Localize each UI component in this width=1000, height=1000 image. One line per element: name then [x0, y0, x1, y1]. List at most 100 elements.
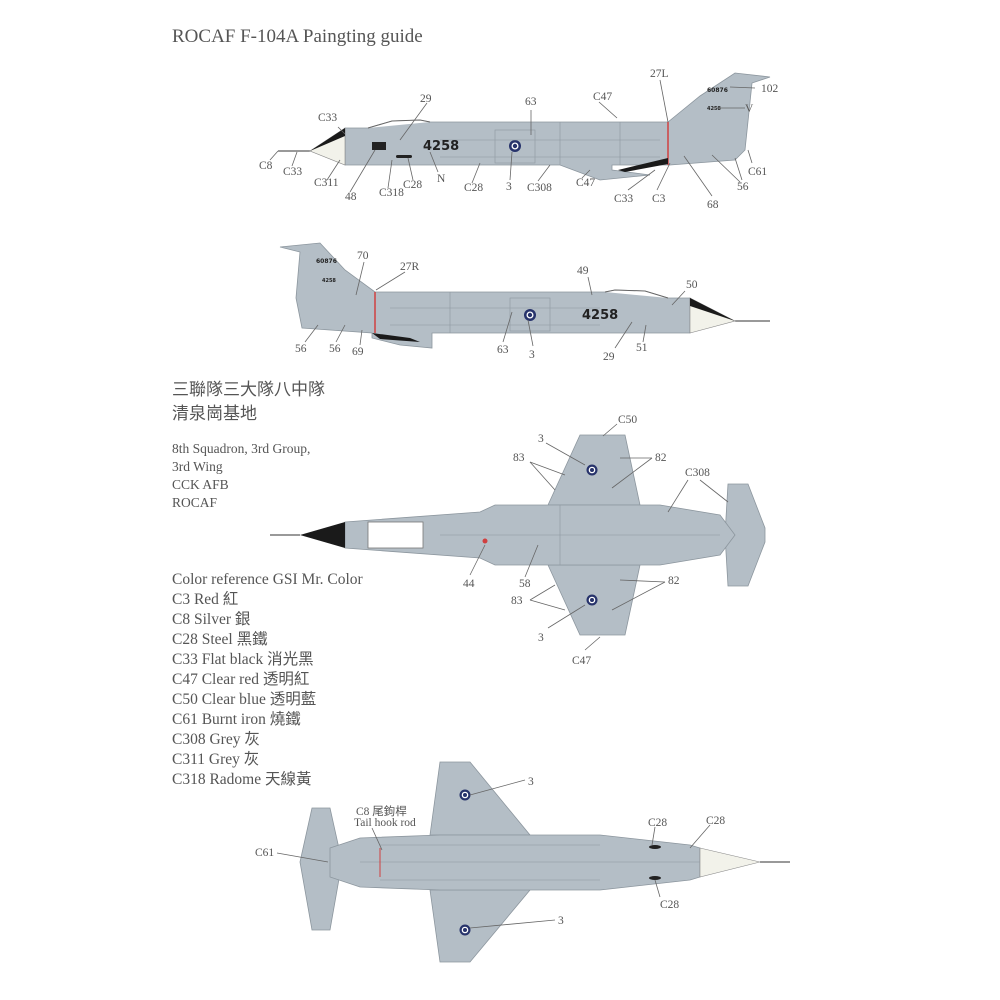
- radome: [699, 847, 761, 878]
- legend-item: C28 Steel 黑鐵: [172, 631, 268, 648]
- legend-item: C311 Grey 灰: [172, 751, 260, 768]
- callout-label: C33: [283, 166, 302, 178]
- callout-label: C33: [614, 193, 633, 205]
- callout-label: 50: [686, 279, 698, 291]
- callout-label: C3: [652, 193, 666, 205]
- canopy: [604, 289, 669, 299]
- callout-label: C308: [685, 467, 710, 479]
- callout-label: 63: [497, 344, 509, 356]
- horizontal-stabilizer: [724, 483, 766, 587]
- callout-label: 82: [668, 575, 680, 587]
- legend-item: C33 Flat black 消光黑: [172, 651, 314, 668]
- unit-en-line: 3rd Wing: [172, 459, 223, 474]
- legend-item: C50 Clear blue 透明藍: [172, 691, 317, 708]
- callout-label: C8: [259, 160, 273, 172]
- callout-label: 56: [295, 343, 307, 355]
- anti-glare-panel: [310, 128, 345, 151]
- panel-lines: [440, 505, 720, 565]
- unit-en-line: CCK AFB: [172, 477, 229, 492]
- nose-cone: [300, 522, 345, 548]
- callout-label: 3: [538, 632, 544, 644]
- legend-item: C47 Clear red 透明紅: [172, 671, 310, 688]
- callout-label: C47: [576, 177, 595, 189]
- legend-item: C8 Silver 銀: [172, 611, 251, 628]
- panel-black: [372, 142, 386, 150]
- canopy: [367, 119, 431, 129]
- legend-item: C318 Radome 天線黃: [172, 771, 312, 788]
- callout-label: 58: [519, 578, 531, 590]
- upper-wing: [429, 761, 531, 836]
- callout-label: 69: [352, 346, 364, 358]
- tail-serial: 60876: [316, 258, 337, 265]
- callout-label: C50: [618, 414, 637, 426]
- callout-label: C33: [318, 112, 337, 124]
- callout-label: 29: [603, 351, 615, 363]
- canopy: [367, 521, 424, 549]
- fuselage: [329, 834, 701, 891]
- callout-label: C47: [593, 91, 612, 103]
- lower-wing: [429, 889, 531, 963]
- callout-label: 44: [463, 578, 475, 590]
- callout-label: 56: [737, 181, 749, 193]
- callout-label: C61: [748, 166, 767, 178]
- callout-label: 29: [420, 93, 432, 105]
- unit-chinese: 三聯隊三大隊八中隊 清泉崗基地: [172, 378, 325, 426]
- intake-panel: [494, 129, 536, 164]
- callout-label: 83: [511, 595, 523, 607]
- callout-label: 63: [525, 96, 537, 108]
- callout-label: 3: [506, 181, 512, 193]
- legend-item: C308 Grey 灰: [172, 731, 260, 748]
- exhaust-stain: [372, 333, 420, 342]
- callout-label: 102: [761, 83, 779, 95]
- nose-number: 4258: [582, 308, 618, 323]
- callout-label: 51: [636, 342, 648, 354]
- callout-label: 68: [707, 199, 719, 211]
- callout-label: 3: [538, 433, 544, 445]
- panel-lines: [360, 844, 700, 881]
- panel-lines: [390, 292, 600, 333]
- callout-label: C28: [660, 899, 679, 911]
- callout-label: 3: [558, 915, 564, 927]
- callout-label: 82: [655, 452, 667, 464]
- unit-zh-line: 三聯隊三大隊八中隊: [172, 380, 325, 400]
- callout-label: V: [745, 103, 754, 115]
- callout-label: 49: [577, 265, 589, 277]
- right-side-view: 4258 60876 4258 70 27R 56 56 69 63 3 49 …: [279, 242, 770, 363]
- top-view: 3 83 C50 82 C308 44 58 83 3 82 C47: [270, 414, 766, 667]
- panel-lines: [440, 122, 660, 165]
- callout-label: 83: [513, 452, 525, 464]
- nose-number: 4258: [423, 139, 459, 154]
- callout-label: C8 尾鉤桿: [356, 804, 407, 818]
- callout-label: C28: [403, 179, 422, 191]
- callout-label: C61: [255, 847, 274, 859]
- callout-label: 56: [329, 343, 341, 355]
- red-marking: [482, 538, 488, 544]
- tail-serial: 60876: [707, 87, 728, 94]
- callout-label: N: [437, 173, 446, 185]
- callout-label: C308: [527, 182, 552, 194]
- unit-english: 8th Squadron, 3rd Group, 3rd Wing CCK AF…: [172, 440, 310, 512]
- left-side-view: 4258 60876 4258 C33 C8 C33 C311 48 C318 …: [259, 68, 779, 211]
- steel-panel: [649, 876, 661, 880]
- callout-label: 70: [357, 250, 369, 262]
- callout-label: 27R: [400, 261, 420, 273]
- anti-glare-panel: [690, 298, 735, 321]
- unit-en-line: ROCAF: [172, 495, 218, 510]
- callout-label: 48: [345, 191, 357, 203]
- legend-item: C3 Red 紅: [172, 591, 239, 608]
- unit-zh-line: 清泉崗基地: [172, 404, 257, 424]
- legend-heading: Color reference GSI Mr. Color: [172, 571, 363, 588]
- callout-label: 3: [528, 776, 534, 788]
- tail-number: 4258: [707, 106, 721, 112]
- unit-en-line: 8th Squadron, 3rd Group,: [172, 441, 311, 456]
- exhaust-stain: [618, 158, 668, 172]
- steel-panel: [649, 845, 661, 849]
- callout-label: Tail hook rod: [354, 817, 416, 829]
- legend-item: C61 Burnt iron 燒鐵: [172, 711, 301, 728]
- callout-label: C28: [706, 815, 725, 827]
- panel-steel: [396, 155, 412, 158]
- callout-label: C47: [572, 655, 591, 667]
- callout-label: C311: [314, 177, 339, 189]
- page-title: ROCAF F-104A Paingting guide: [172, 26, 423, 47]
